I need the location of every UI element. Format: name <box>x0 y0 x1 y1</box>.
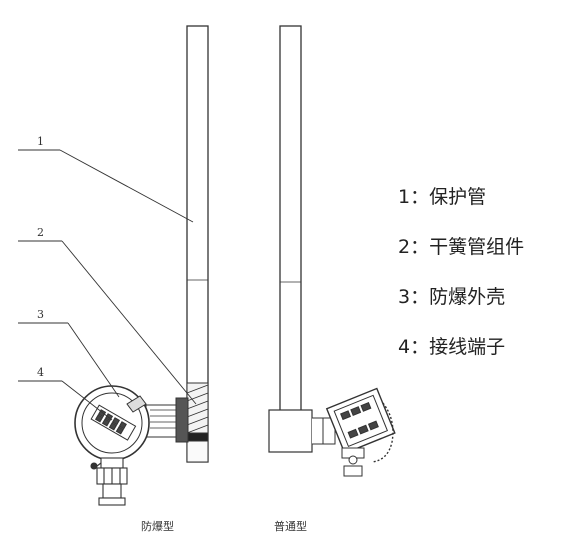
legend-item-explosion-housing: 3：防爆外壳 <box>398 286 506 308</box>
cable-gland-left <box>90 457 128 506</box>
protection-tube-right <box>279 25 302 421</box>
legend-item-terminal: 4：接线端子 <box>398 336 506 358</box>
ordinary-sensor <box>268 25 396 477</box>
junction-head <box>325 387 396 455</box>
leader-lines <box>18 149 197 421</box>
callout-2: 2 <box>37 226 44 239</box>
explosion-proof-sensor <box>74 25 209 506</box>
callout-4: 4 <box>37 366 44 379</box>
cover-chain <box>371 402 394 463</box>
legend: 1：保护管 2：干簧管组件 3：防爆外壳 4：接线端子 <box>398 188 524 388</box>
legend-item-reed-switch: 2：干簧管组件 <box>398 236 525 258</box>
legend-item-protection-tube: 1：保护管 <box>398 186 487 208</box>
callout-3: 3 <box>37 308 44 321</box>
callout-1: 1 <box>37 135 44 148</box>
caption-ordinary: 普通型 <box>274 520 307 533</box>
caption-explosion-proof: 防爆型 <box>141 520 174 533</box>
